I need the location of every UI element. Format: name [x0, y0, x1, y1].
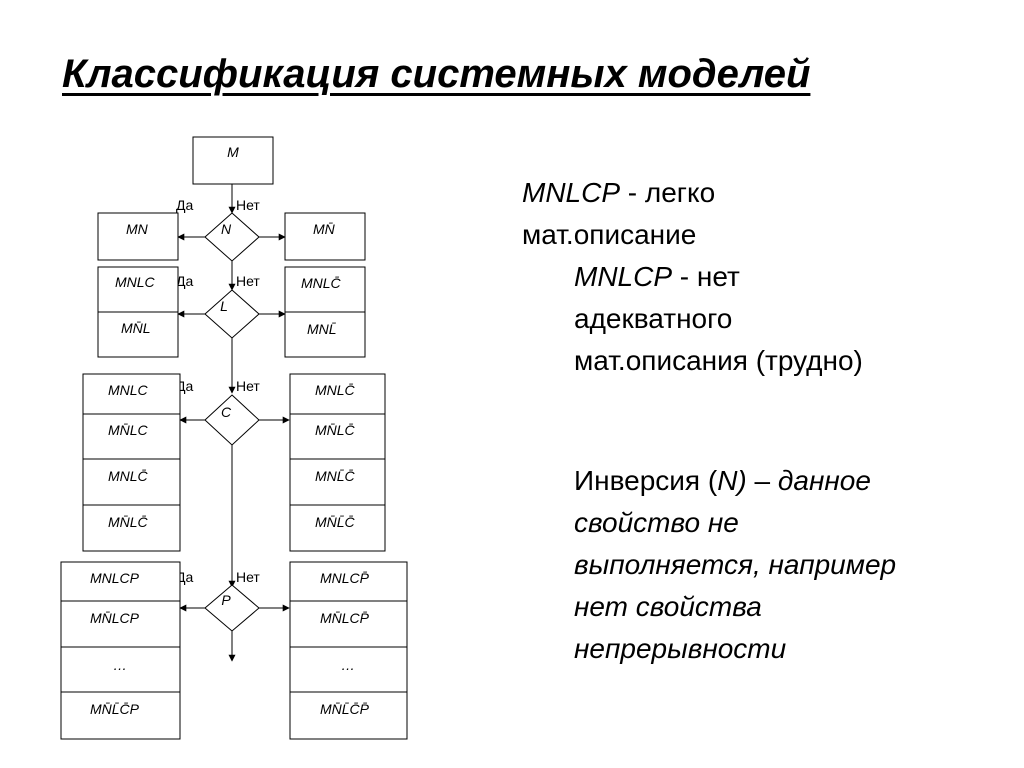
box-c-yes [82, 373, 181, 552]
yes-label-l: Да [176, 273, 193, 289]
cell-p-yes-0: MNLCP [90, 570, 140, 586]
cell-n-yes-0: MN [126, 221, 149, 237]
cell-p-no-1: MN̄LCP̄ [320, 610, 370, 626]
box-c-no [289, 373, 386, 552]
root-box [192, 136, 274, 185]
box-n-no [284, 212, 366, 261]
note-inversion-dash: – [746, 465, 771, 496]
note-inversion-text: данное свойство не выполняется, например… [574, 465, 897, 664]
cell-c-yes-2: MNLC̄ [108, 468, 149, 484]
cell-c-no-2: MNL̄C̄ [315, 468, 356, 484]
note-hard-text: - нет адекватного мат.описания (трудно) [574, 261, 863, 376]
cell-p-yes-3: MN̄L̄C̄P [90, 701, 140, 717]
cell-c-no-3: MN̄L̄C̄ [315, 514, 356, 530]
no-label-n: Нет [236, 197, 260, 213]
cell-c-no-1: MN̄LC̄ [315, 422, 356, 438]
cell-c-yes-3: MN̄LC̄ [108, 514, 149, 530]
yes-label-n: Да [176, 197, 193, 213]
classification-flowchart: M N L C P Да Нет Да Нет Да Нет Да Нет MN… [60, 136, 408, 740]
cell-c-yes-1: MN̄LC [108, 422, 149, 438]
decision-c-label: C [221, 404, 232, 420]
box-p-yes [60, 561, 181, 740]
cell-p-yes-2: … [113, 657, 127, 673]
decision-n [204, 212, 260, 262]
decision-c [204, 394, 260, 446]
note-hard-term: MNLCP [574, 261, 673, 292]
cell-c-yes-0: MNLC [108, 382, 149, 398]
box-p-no [289, 561, 408, 740]
root-label: M [227, 144, 239, 160]
note-easy-term: MNLCP [522, 177, 621, 208]
box-n-yes [97, 212, 179, 261]
cell-p-no-2: … [341, 657, 355, 673]
cell-l-no-1: MNL̄ [307, 321, 337, 337]
no-label-p: Нет [236, 569, 260, 585]
no-label-c: Нет [236, 378, 260, 394]
note-easy-text: - легко мат.описание [522, 177, 716, 250]
decision-l [204, 289, 260, 339]
decision-p-label: P [221, 592, 231, 608]
note-easy-description: MNLCP - легко мат.описание [522, 172, 822, 256]
cell-p-no-0: MNLCP̄ [320, 570, 370, 586]
cell-n-no-0: MN̄ [313, 221, 336, 237]
cell-l-yes-1: MN̄L [121, 320, 151, 336]
cell-p-no-3: MN̄L̄C̄P̄ [320, 701, 370, 717]
note-inversion-term: N) [717, 465, 747, 496]
slide-title: Классификация системных моделей [62, 52, 811, 96]
cell-l-yes-0: MNLC [115, 274, 156, 290]
note-hard-description: MNLCP - нет адекватного мат.описания (тр… [574, 256, 894, 382]
note-inversion: Инверсия (N) – данное свойство не выполн… [574, 460, 924, 670]
decision-l-label: L [220, 298, 228, 314]
cell-p-yes-1: MN̄LCP [90, 610, 140, 626]
no-label-l: Нет [236, 273, 260, 289]
decision-p [204, 584, 260, 632]
note-inversion-prefix: Инверсия ( [574, 465, 718, 496]
cell-l-no-0: MNLC̄ [301, 275, 342, 291]
cell-c-no-0: MNLC̄ [315, 382, 356, 398]
decision-n-label: N [221, 221, 232, 237]
